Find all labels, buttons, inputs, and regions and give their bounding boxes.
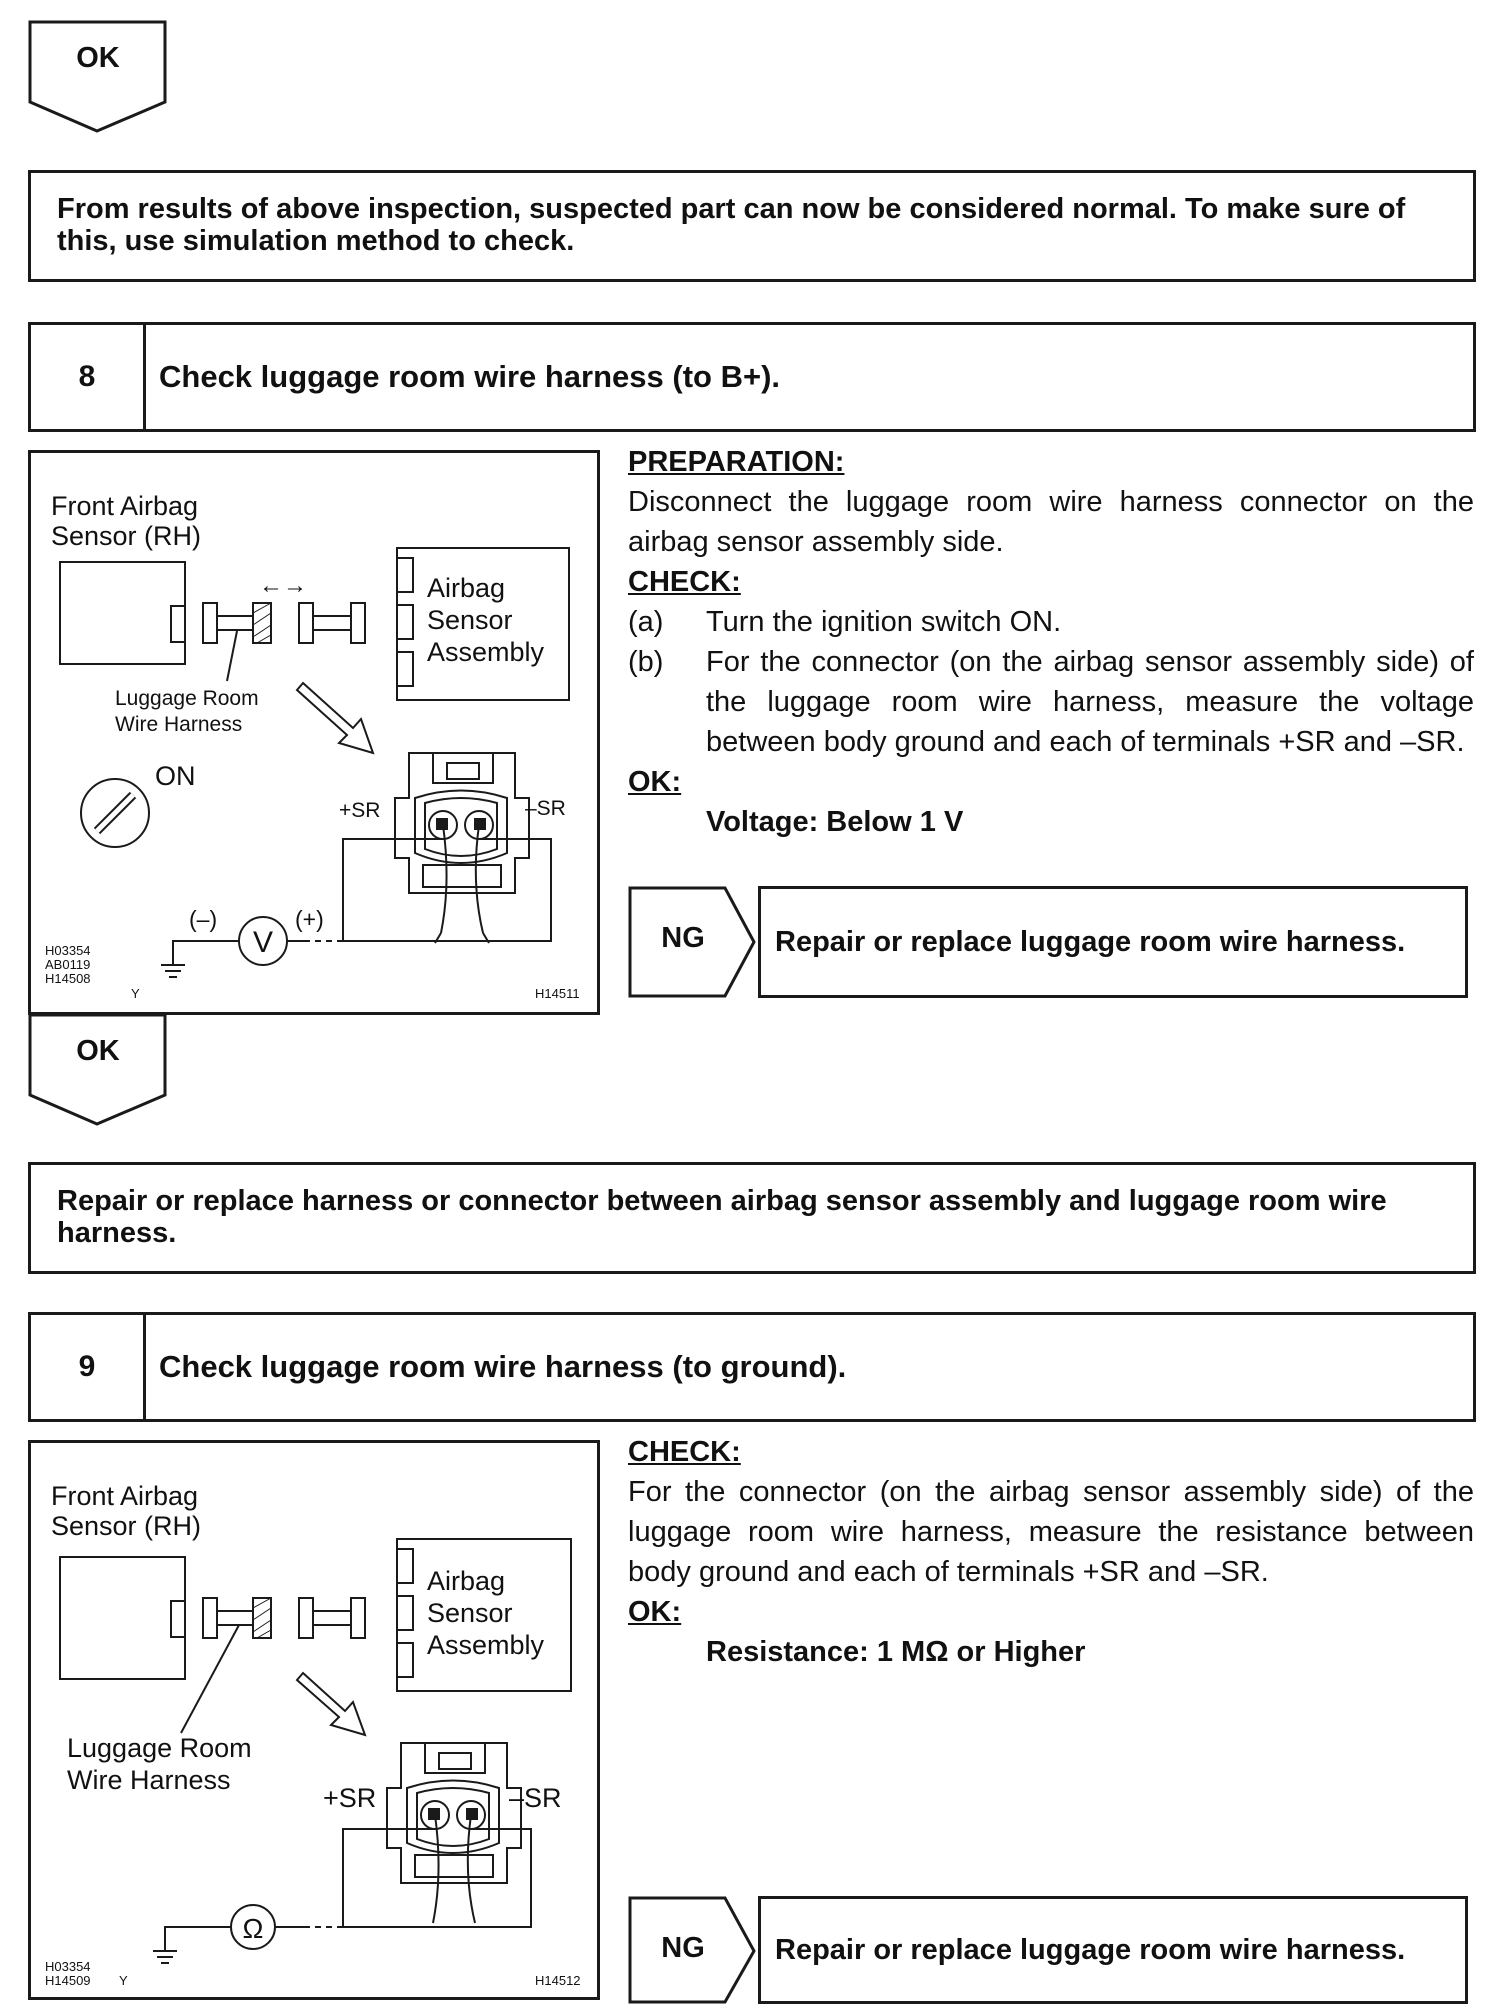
ok-flag-label: OK [76,42,120,74]
check-item-b: (b) For the connector (on the airbag sen… [628,642,1474,762]
item-marker: (a) [628,606,664,638]
note-repair-text: Repair or replace harness or connector b… [57,1185,1387,1249]
step-9-instructions: CHECK: For the connector (on the airbag … [628,1432,1474,1672]
plus-sr-label: +SR [339,799,380,822]
ok-heading: OK: [628,766,682,798]
step-8-header: 8 Check luggage room wire harness (to B+… [28,322,1476,432]
sensor-label-2: Sensor (RH) [51,521,201,551]
ok-flag-shape [28,1013,167,1126]
ng-action-box: Repair or replace luggage room wire harn… [758,886,1468,998]
harness-label-1: Luggage Room [115,687,259,710]
sensor-label-2: Sensor (RH) [51,1511,201,1541]
preparation-text: Disconnect the luggage room wire harness… [628,486,1474,558]
figure-drawing: Front Airbag Sensor (RH) Airbag Sensor A… [45,1481,581,1988]
note-normal-box: From results of above inspection, suspec… [28,170,1476,282]
figure-code-1: H03354 [45,943,91,958]
harness-label-2: Wire Harness [115,713,242,736]
figure-voltage-check: Front Airbag Sensor (RH) ←→ Airbag Senso… [28,450,600,1015]
step-8-instructions: PREPARATION: Disconnect the luggage room… [628,442,1474,842]
step-title: Check luggage room wire harness (to grou… [159,1349,847,1384]
ng-action-text: Repair or replace luggage room wire harn… [775,925,1406,958]
harness-label-1: Luggage Room [67,1733,252,1763]
assembly-label-3: Assembly [427,1630,545,1660]
step-number: 8 [31,325,146,429]
figure-code-y: Y [119,1973,128,1988]
assembly-label-3: Assembly [427,637,545,667]
positive-probe-label: (+) [295,906,324,932]
figure-resistance-check: Front Airbag Sensor (RH) Airbag Sensor A… [28,1440,600,2000]
figure-code-3: H14508 [45,971,91,986]
harness-label-2: Wire Harness [67,1765,231,1795]
check-item-a: (a) Turn the ignition switch ON. [628,602,1474,642]
figure-code-y: Y [131,986,140,1001]
disconnect-arrows: ←→ [259,572,307,599]
item-text: For the connector (on the airbag sensor … [706,646,1474,758]
assembly-label-1: Airbag [427,1566,505,1596]
ng-flag: NG [628,1896,756,2008]
step-title: Check luggage room wire harness (to B+). [159,359,780,394]
figure-id: H14511 [535,986,580,1001]
ok-flag: OK [28,1013,168,1127]
ng-flag: NG [628,886,756,998]
ignition-label: ON [155,761,196,791]
voltmeter-symbol: V [253,926,273,959]
ok-criterion: Resistance: 1 MΩ or Higher [706,1636,1086,1668]
ng-flag-shape [628,886,756,998]
ok-criterion: Voltage: Below 1 V [706,806,964,838]
note-repair-box: Repair or replace harness or connector b… [28,1162,1476,1274]
minus-sr-label: –SR [525,797,566,820]
ok-heading: OK: [628,1596,682,1628]
ok-flag-label: OK [76,1035,120,1067]
figure-code-1: H03354 [45,1959,91,1974]
check-text: For the connector (on the airbag sensor … [628,1476,1474,1588]
ng-action-box: Repair or replace luggage room wire harn… [758,1896,1468,2004]
assembly-label-2: Sensor [427,605,513,635]
note-normal-text: From results of above inspection, suspec… [57,193,1406,257]
assembly-label-1: Airbag [427,573,505,603]
negative-probe-label: (–) [189,906,217,932]
step-9-header: 9 Check luggage room wire harness (to gr… [28,1312,1476,1422]
figure-id: H14512 [535,1973,581,1988]
plus-sr-label: +SR [323,1783,376,1813]
ng-flag-label: NG [661,1932,705,1964]
check-heading: CHECK: [628,566,741,598]
step-number: 9 [31,1315,146,1419]
ng-action-text: Repair or replace luggage room wire harn… [775,1933,1406,1966]
figure-code-2: AB0119 [45,957,90,972]
preparation-heading: PREPARATION: [628,446,845,478]
assembly-label-2: Sensor [427,1598,513,1628]
figure-drawing: Front Airbag Sensor (RH) ←→ Airbag Senso… [45,491,580,1001]
item-marker: (b) [628,646,664,678]
sensor-label-1: Front Airbag [51,1481,198,1511]
sensor-label-1: Front Airbag [51,491,198,521]
ok-flag: OK [28,20,168,134]
figure-code-2: H14509 [45,1973,91,1988]
ng-flag-shape [628,1896,756,2004]
ok-flag-shape [28,20,167,133]
minus-sr-label: –SR [509,1783,562,1813]
check-heading: CHECK: [628,1436,741,1468]
ohmmeter-symbol: Ω [243,1913,264,1944]
ng-flag-label: NG [661,922,705,954]
item-text: Turn the ignition switch ON. [706,606,1062,638]
